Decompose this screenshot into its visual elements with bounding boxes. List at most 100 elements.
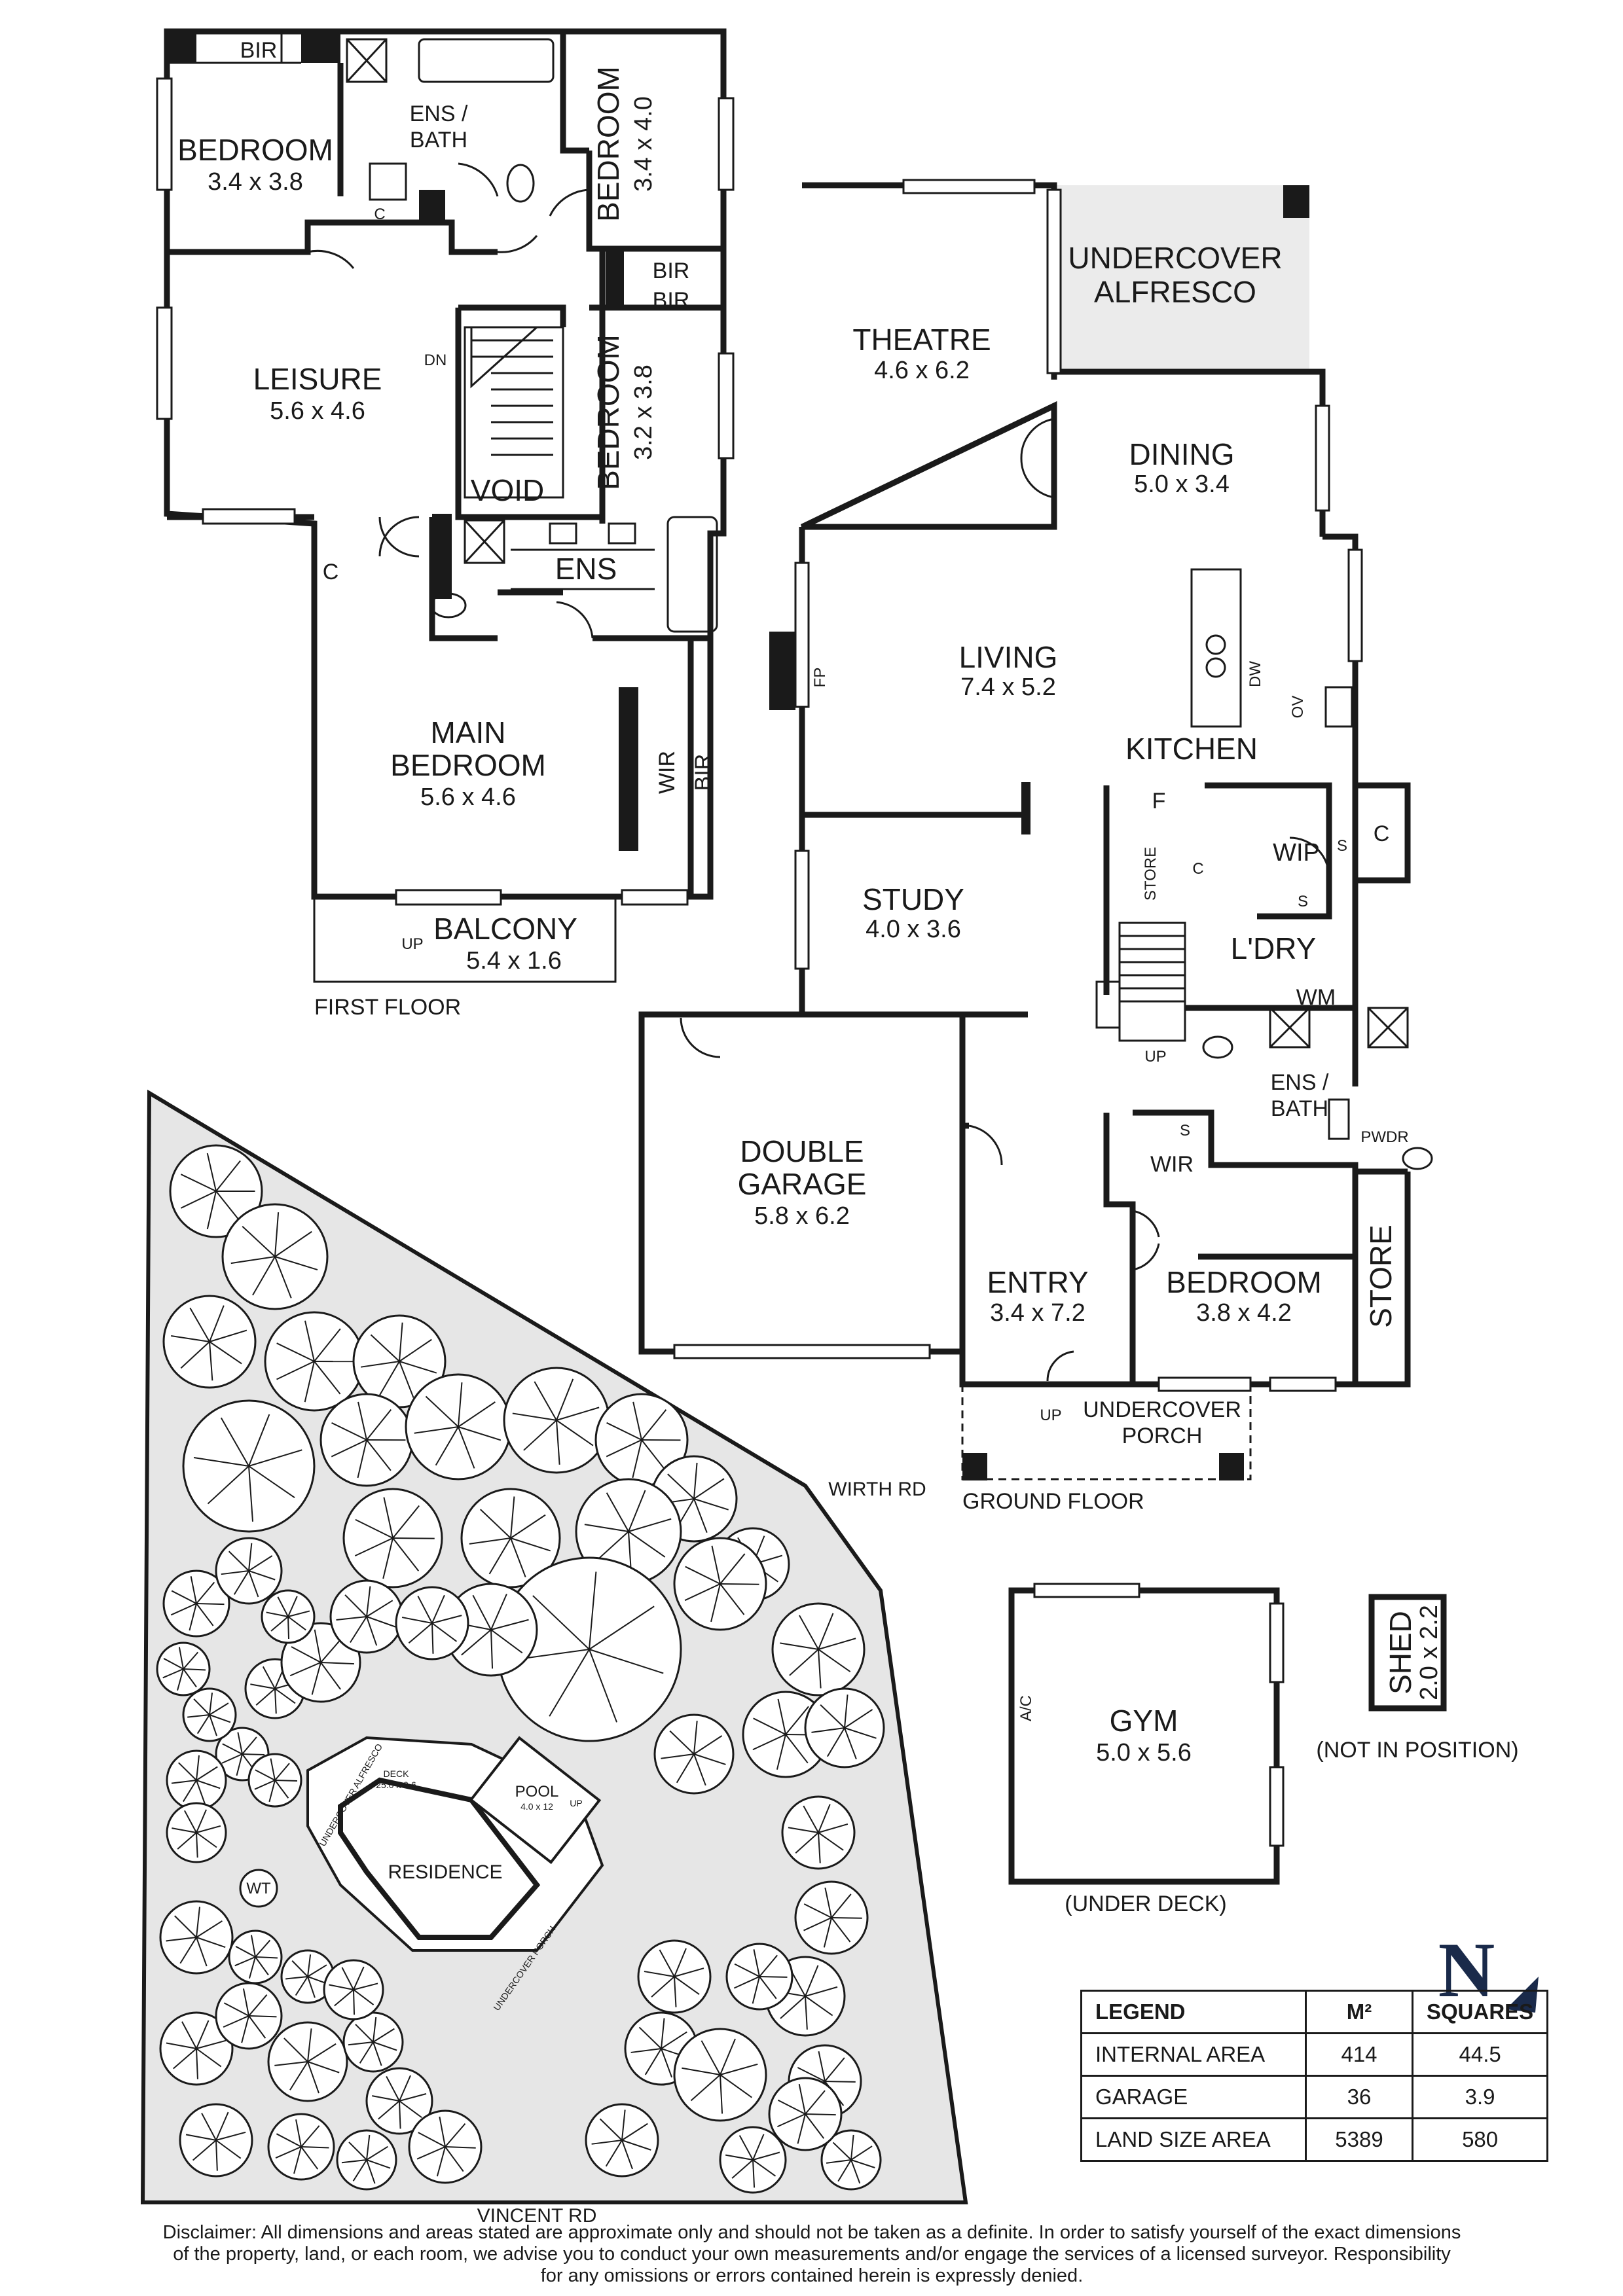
tree-branch (266, 1611, 289, 1617)
tree-branch (255, 1769, 276, 1781)
ff-leisure-name: LEISURE (253, 362, 382, 396)
gf-living-dims: 7.4 x 5.2 (960, 673, 1056, 701)
legend-row: INTERNAL AREA 414 44.5 (1080, 2032, 1549, 2077)
tree-branch (366, 2145, 388, 2161)
tree-branch (248, 1956, 256, 1979)
site-deck-label: DECK (384, 1768, 410, 1779)
site-pool-dims: 4.0 x 12 (520, 1801, 553, 1812)
gf-bedroom-dims: 3.8 x 4.2 (1196, 1299, 1292, 1327)
tree-branch (193, 1698, 210, 1715)
tree-branch (789, 1649, 819, 1676)
gf-fp-label: FP (811, 668, 829, 688)
tree-branch (759, 1976, 777, 2000)
tree-branch (274, 1256, 318, 1271)
tree-branch (196, 1581, 215, 1604)
tree-branch (171, 1335, 210, 1342)
tree-branch (285, 1976, 308, 1980)
ff-ens-label: ENS (555, 552, 617, 586)
tree-branch (228, 1551, 249, 1571)
tree-branch (373, 2041, 397, 2051)
ff-bir2-label: BIR (653, 259, 690, 283)
tree-branch (334, 1989, 354, 2007)
tree-branch (523, 1420, 557, 1451)
tree-branch (589, 1605, 655, 1650)
tree-branch (805, 1986, 838, 1997)
tree-branch (353, 1989, 374, 2005)
tree-branch (490, 1619, 529, 1630)
disclaimer-text: Disclaimer: All dimensions and areas sta… (79, 2222, 1545, 2287)
tree-branch (641, 1409, 667, 1441)
gf-ldry-label: L'DRY (1231, 931, 1317, 965)
tree-branch (196, 1755, 200, 1781)
tree-branch (621, 2123, 648, 2141)
tree-branch (311, 1662, 321, 1695)
tree-branch (193, 1457, 249, 1467)
water-tank-icon (239, 1869, 278, 1908)
tree-branch (661, 2031, 687, 2049)
tree-branch (682, 2067, 721, 2075)
tree-branch (357, 1401, 367, 1441)
site-residence-label: RESIDENCE (388, 1861, 502, 1883)
tree-branch (366, 1409, 392, 1441)
ff-main-bedroom-a: MAIN (431, 715, 506, 749)
tree-branch (179, 1937, 197, 1964)
gf-bedroom-name: BEDROOM (1166, 1265, 1322, 1299)
legend-cell: 36 (1305, 2075, 1413, 2119)
tree-branch (291, 1646, 321, 1663)
tree-branch (180, 1174, 217, 1192)
gf-c1-label: C (1374, 821, 1390, 846)
tree-branch (348, 2041, 374, 2046)
tree-branch (693, 1478, 725, 1499)
gf-entry-dims: 3.4 x 7.2 (990, 1299, 1085, 1327)
tree-branch (752, 2159, 756, 2188)
tree-branch (720, 1583, 759, 1585)
tree-branch (392, 1505, 420, 1539)
tree-branch (206, 1191, 217, 1230)
tree-branch (823, 1917, 832, 1948)
tree-branch (667, 1473, 695, 1499)
tree-branch (720, 2038, 736, 2075)
tree-branch (242, 1736, 257, 1755)
tree-branch (277, 1596, 289, 1617)
tree-branch (209, 1341, 213, 1381)
site-wt-label: WT (246, 1880, 271, 1897)
gf-wip-label: WIP (1273, 839, 1320, 867)
tree-branch (811, 1727, 845, 1733)
tree-branch (638, 2026, 662, 2049)
tree-branch (832, 2142, 852, 2161)
gf-ens-bath-a: ENS / (1271, 1070, 1329, 1095)
tree-branch (295, 2119, 302, 2147)
first-floor-labels: BEDROOM 3.4 x 3.8 ENS / BATH BEDROOM 3.4… (177, 38, 716, 1020)
tree-branch (777, 2099, 806, 2115)
ff-bedroom2-name: BEDROOM (591, 66, 625, 222)
tree-branch (431, 1623, 458, 1642)
tree-branch (283, 2037, 308, 2062)
tree-branch (818, 1649, 822, 1689)
tree-branch (196, 1907, 200, 1938)
tree-branch (287, 1596, 298, 1617)
tree-branch (401, 1617, 433, 1624)
tree-branch (373, 2017, 377, 2043)
gf-store1-label: STORE (1142, 847, 1159, 901)
tree-branch (844, 1695, 848, 1729)
tree-branch (320, 1662, 341, 1690)
residence-outline (338, 1777, 541, 1940)
tree-branch (206, 1153, 217, 1192)
tree-branch (248, 1449, 302, 1467)
gf-garage-dims: 5.8 x 6.2 (754, 1202, 850, 1230)
tree-branch (720, 2074, 723, 2114)
tree-branch (605, 2140, 623, 2167)
tree-branch (301, 2146, 319, 2170)
tree-branch (711, 1545, 721, 1585)
tree-branch (490, 1594, 507, 1630)
first-floor-plan (156, 28, 735, 983)
ground-floor-labels: THEATRE 4.6 x 6.2 UNDERCOVER ALFRESCO DI… (738, 241, 1409, 1514)
tree-branch (307, 1964, 327, 1977)
tree-branch (196, 2048, 222, 2068)
tree-branch (399, 1338, 432, 1362)
tree-branch (731, 2159, 754, 2179)
tree-branch (250, 1683, 276, 1689)
tree-branch (788, 1827, 819, 1833)
tree-branch (490, 1629, 494, 1669)
